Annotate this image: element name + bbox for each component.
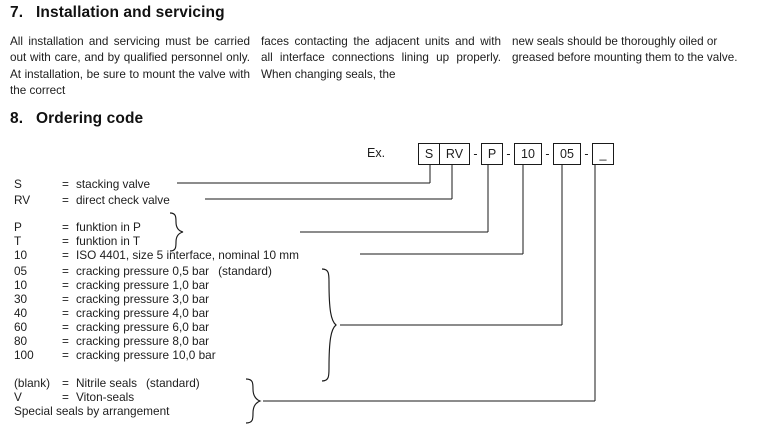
legend-code: 100 [14, 348, 34, 362]
legend-equals-sign: = [62, 348, 69, 362]
body-text-column-3: new seals should be thoroughly oiled or … [512, 34, 752, 67]
section-heading-installation: 7. Installation and servicing [10, 4, 225, 22]
legend-equals-sign: = [62, 264, 69, 278]
legend-code: 05 [14, 264, 28, 278]
legend-equals-sign: = [62, 193, 69, 207]
code-box-3: P [481, 143, 503, 165]
legend-row: 10 = ISO 4401, size 5 interface, nominal 1… [14, 248, 299, 262]
legend-row: S = stacking valve [14, 177, 150, 191]
legend-description: cracking pressure 3,0 bar [76, 292, 210, 306]
code-separator-dash: - [473, 147, 478, 161]
legend-row: (blank) = Nitrile seals (standard) [14, 376, 200, 390]
section-title-8: Ordering code [36, 110, 144, 127]
code-separator-dash: - [545, 147, 550, 161]
legend-code: V [14, 390, 22, 404]
legend-description: cracking pressure 10,0 bar [76, 348, 216, 362]
legend-equals-sign: = [62, 376, 69, 390]
legend-row: 100 = cracking pressure 10,0 bar [14, 348, 216, 362]
code-box-9: _ [592, 143, 614, 165]
body-paragraph-3: new seals should be thoroughly oiled or … [512, 35, 738, 65]
legend-row: 60 = cracking pressure 6,0 bar [14, 320, 209, 334]
legend-equals-sign: = [62, 278, 69, 292]
legend-description: Viton-seals [76, 390, 135, 404]
legend-row: 10 = cracking pressure 1,0 bar [14, 278, 209, 292]
legend-code: 80 [14, 334, 28, 348]
brace-pt [169, 212, 184, 252]
legend-description: funktion in P [76, 220, 141, 234]
section-heading-ordering: 8. Ordering code [10, 110, 143, 128]
legend-row: 30 = cracking pressure 3,0 bar [14, 292, 209, 306]
legend-row: P = funktion in P [14, 220, 141, 234]
legend-equals-sign: = [62, 220, 69, 234]
legend-row: T = funktion in T [14, 234, 140, 248]
legend-code: 30 [14, 292, 28, 306]
brace-pressure [321, 268, 337, 382]
legend-code: P [14, 220, 22, 234]
legend-row: Special seals by arrangement [14, 404, 169, 418]
code-box-1: RV [440, 143, 470, 165]
legend-equals-sign: = [62, 177, 69, 191]
legend-code: RV [14, 193, 31, 207]
legend-description: cracking pressure 1,0 bar [76, 278, 210, 292]
section-title-7: Installation and servicing [36, 4, 225, 21]
legend-description: stacking valve [76, 177, 151, 191]
legend-row: RV = direct check valve [14, 193, 170, 207]
legend-description: cracking pressure 4,0 bar [76, 306, 210, 320]
legend-row: 40 = cracking pressure 4,0 bar [14, 306, 209, 320]
legend-row: 80 = cracking pressure 8,0 bar [14, 334, 209, 348]
legend-row: 05 = cracking pressure 0,5 bar (standard) [14, 264, 272, 278]
legend-code: T [14, 234, 22, 248]
legend-description: funktion in T [76, 234, 141, 248]
legend-code: (blank) [14, 376, 51, 390]
code-separator-dash: - [584, 147, 589, 161]
legend-code: Special seals by arrangement [14, 404, 170, 418]
legend-note: (standard) [145, 376, 200, 390]
legend-description: ISO 4401, size 5 interface, nominal 10 m… [76, 248, 299, 262]
legend-equals-sign: = [62, 248, 69, 262]
legend-equals-sign: = [62, 320, 69, 334]
legend-equals-sign: = [62, 306, 69, 320]
example-label: Ex. [367, 146, 386, 160]
code-box-5: 10 [514, 143, 542, 165]
body-text-column-1: All installation and servicing must be c… [10, 34, 250, 99]
legend-note: (standard) [218, 264, 272, 278]
legend-description: cracking pressure 6,0 bar [76, 320, 210, 334]
body-text-column-2: faces contacting the adjacent units and … [261, 34, 501, 83]
legend-equals-sign: = [62, 390, 69, 404]
body-paragraph-2: faces contacting the adjacent units and … [261, 35, 501, 81]
legend-code: 10 [14, 248, 28, 262]
legend-row: V = Viton-seals [14, 390, 134, 404]
legend-equals-sign: = [62, 234, 69, 248]
legend-code: 60 [14, 320, 28, 334]
code-separator-dash: - [506, 147, 511, 161]
brace-seals [245, 378, 262, 424]
legend-description: cracking pressure 8,0 bar [76, 334, 210, 348]
legend-description: cracking pressure 0,5 bar [76, 264, 210, 278]
legend-code: S [14, 177, 22, 191]
section-number-8: 8. [10, 110, 24, 127]
body-paragraph-1: All installation and servicing must be c… [10, 35, 250, 97]
legend-equals-sign: = [62, 292, 69, 306]
legend-code: 10 [14, 278, 28, 292]
legend-code: 40 [14, 306, 28, 320]
code-box-0: S [418, 143, 440, 165]
legend-description: Nitrile seals [76, 376, 137, 390]
code-box-7: 05 [553, 143, 581, 165]
legend-description: direct check valve [76, 193, 170, 207]
section-number-7: 7. [10, 4, 24, 21]
legend-equals-sign: = [62, 334, 69, 348]
